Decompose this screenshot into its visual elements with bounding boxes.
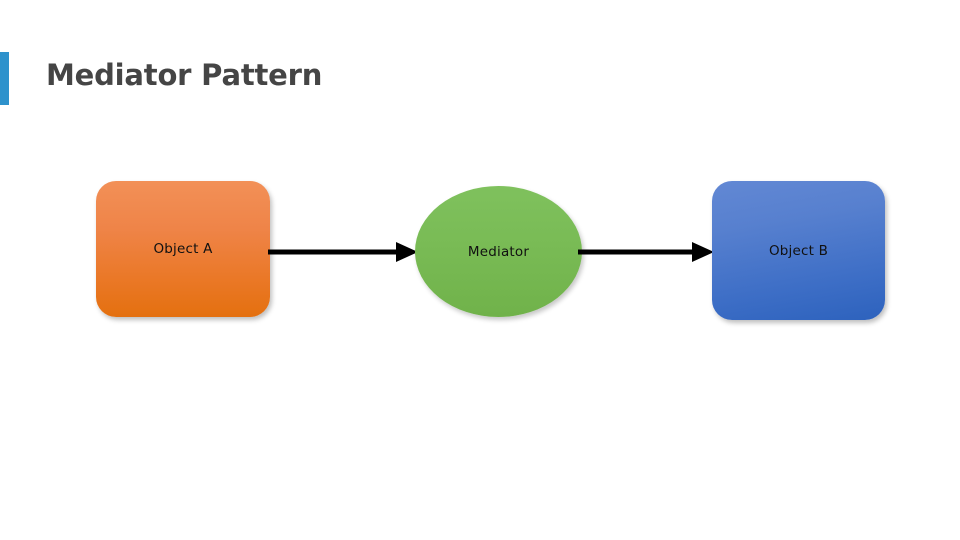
page-title: Mediator Pattern bbox=[46, 58, 323, 92]
arrow-mediator-to-object-b bbox=[578, 242, 714, 262]
node-mediator[interactable]: Mediator bbox=[415, 186, 582, 317]
arrow-object-a-to-mediator bbox=[268, 242, 418, 262]
node-mediator-label: Mediator bbox=[467, 243, 530, 260]
title-accent-bar bbox=[0, 52, 9, 105]
node-object-b-label: Object B bbox=[768, 242, 829, 259]
node-object-b[interactable]: Object B bbox=[712, 181, 885, 320]
node-object-a[interactable]: Object A bbox=[96, 181, 270, 317]
node-object-a-label: Object A bbox=[153, 241, 213, 257]
